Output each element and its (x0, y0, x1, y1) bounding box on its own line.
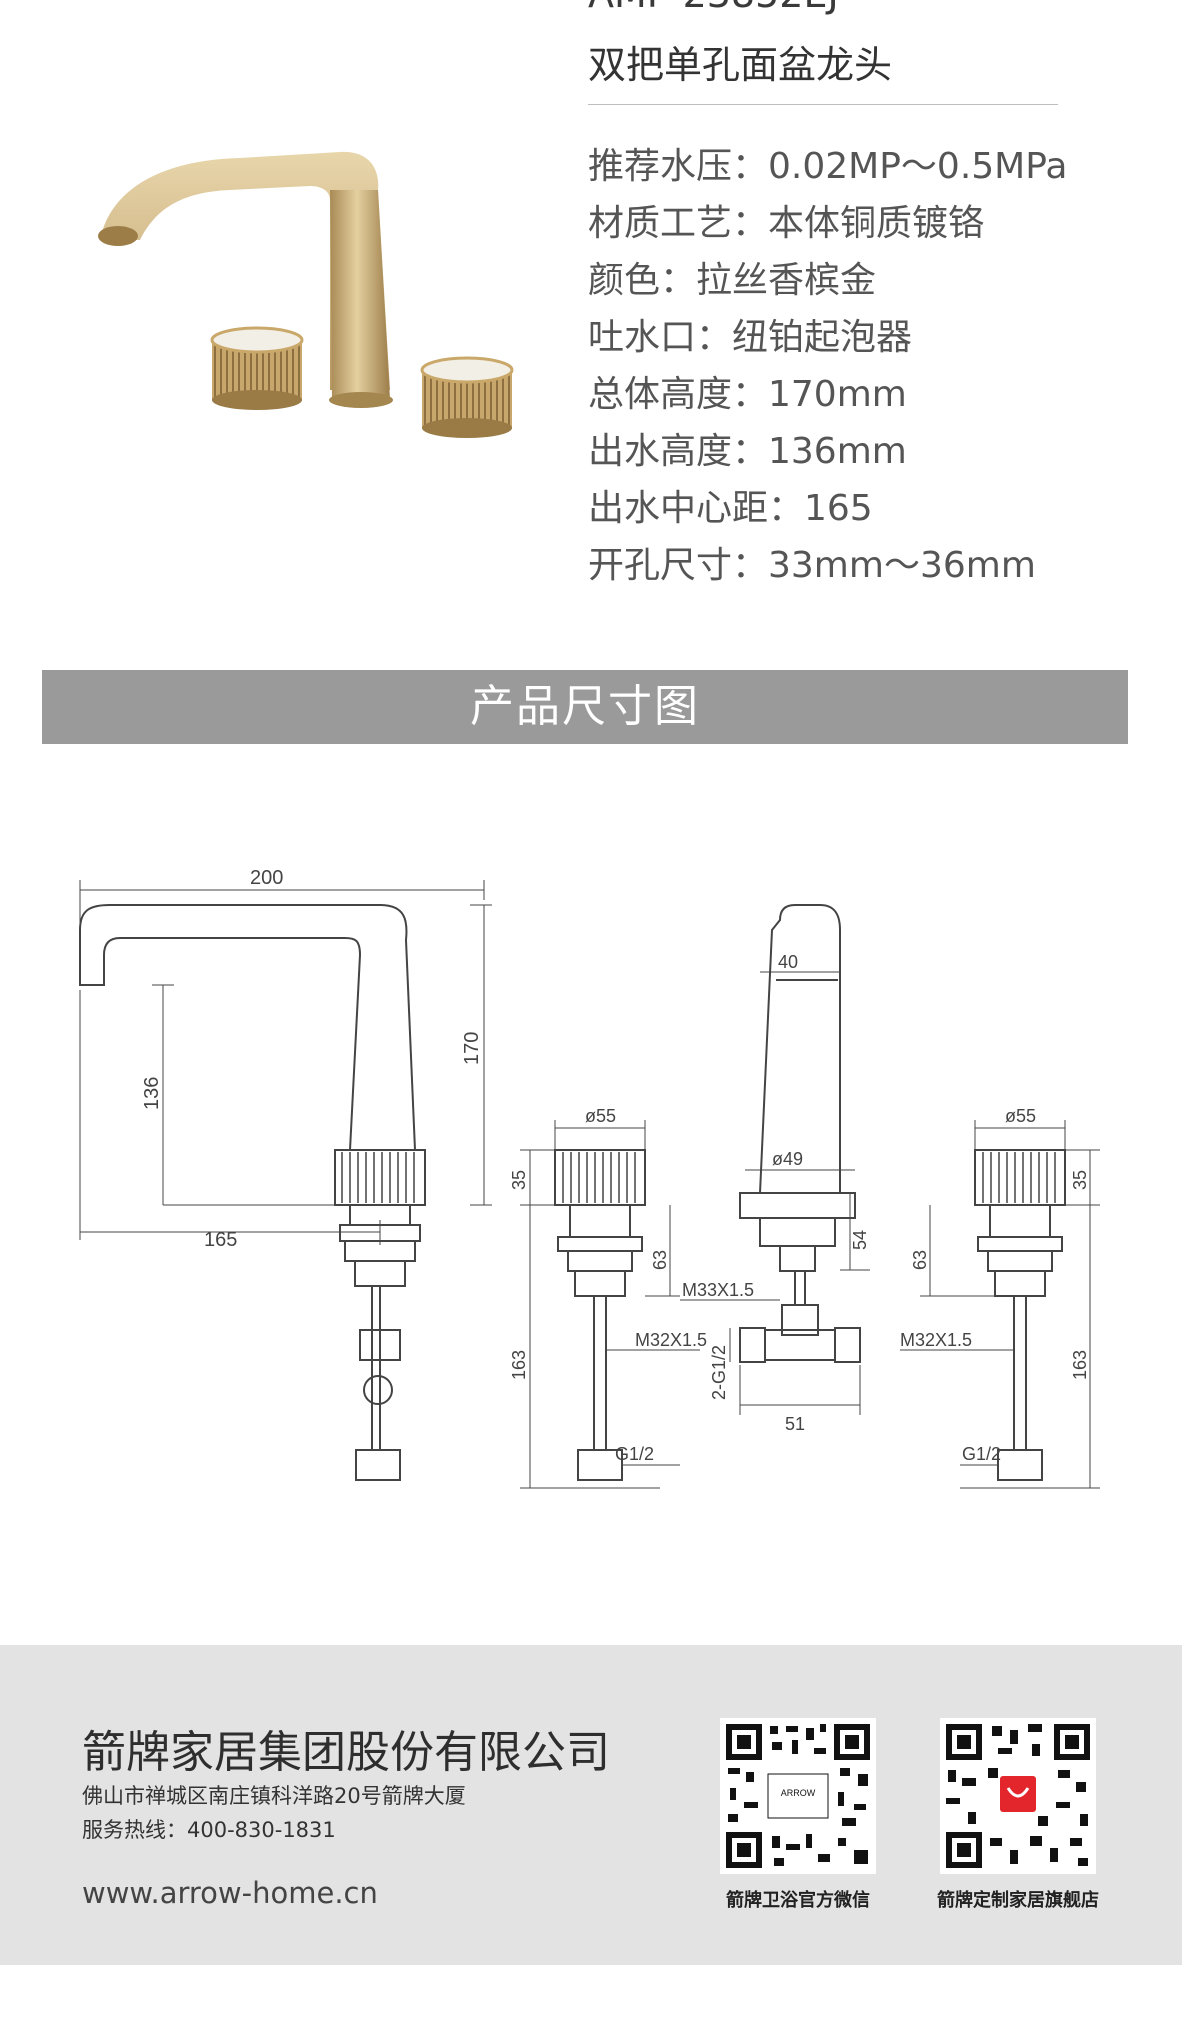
right-handle-view: ø55 35 63 163 M32X1.5 G1/2 (900, 1106, 1100, 1489)
spec-item-color: 颜色：拉丝香槟金 (588, 260, 877, 301)
product-model: AMP-23852EJ (588, 0, 839, 16)
side-view: 200 170 136 165 (79, 867, 492, 1481)
dim-handle-height-left: 35 (509, 1170, 529, 1190)
dim-spout-width: 40 (778, 952, 798, 972)
spec-item-center-distance: 出水中心距：165 (588, 488, 873, 529)
wechat-qr-caption: 箭牌卫浴官方微信 (726, 1890, 870, 1911)
divider (588, 104, 1058, 105)
store-logo-icon (1000, 1776, 1036, 1812)
dim-valve-width: 51 (785, 1414, 805, 1434)
wechat-qr-code: ARROW (720, 1718, 876, 1874)
service-hotline: 服务热线：400-830-1831 (82, 1818, 336, 1842)
dim-base-dia: ø49 (772, 1149, 803, 1169)
company-name: 箭牌家居集团股份有限公司 (82, 1727, 610, 1778)
section-title: 产品尺寸图 (470, 681, 700, 732)
spec-item-material: 材质工艺：本体铜质镀铬 (588, 203, 985, 244)
dim-handle-shank-left: 63 (650, 1250, 670, 1270)
store-qr-code (940, 1718, 1096, 1874)
dimension-drawing: 200 170 136 165 ø55 35 63 163 (79, 867, 1100, 1489)
dim-outlet-height: 136 (141, 1077, 163, 1110)
spec-item-hole-size: 开孔尺寸：33mm～36mm (588, 545, 1036, 586)
qr-logo-text: ARROW (781, 1788, 816, 1798)
spec-item-pressure: 推荐水压：0.02MP～0.5MPa (588, 146, 1068, 187)
dim-center-distance: 165 (204, 1229, 237, 1251)
company-address: 佛山市禅城区南庄镇科洋路20号箭牌大厦 (82, 1784, 466, 1808)
left-handle-view: ø55 35 63 163 M32X1.5 G1/2 (509, 1106, 707, 1489)
dim-total-height: 170 (461, 1032, 483, 1065)
spec-item-total-height: 总体高度：170mm (588, 374, 907, 415)
spec-item-outlet-height: 出水高度：136mm (588, 431, 907, 472)
spec-list: 推荐水压：0.02MP～0.5MPa 材质工艺：本体铜质镀铬 颜色：拉丝香槟金 … (588, 138, 1067, 594)
spec-item-aerator: 吐水口：纽铂起泡器 (588, 317, 913, 358)
dim-handle-height-right: 35 (1070, 1170, 1090, 1190)
dim-base-height: 54 (850, 1230, 870, 1250)
dim-handle-thread-left: M32X1.5 (635, 1330, 707, 1350)
dim-total-width: 200 (250, 867, 283, 889)
dim-handle-dia-right: ø55 (1005, 1106, 1036, 1126)
section-header: 产品尺寸图 (42, 670, 1128, 744)
dim-inlet-left: G1/2 (615, 1444, 654, 1464)
dim-valve-connection: 2-G1/2 (709, 1345, 729, 1400)
front-view: 40 ø49 54 M33X1.5 2-G1/2 51 (680, 904, 870, 1434)
store-qr-caption: 箭牌定制家居旗舰店 (937, 1890, 1099, 1911)
dim-handle-length-left: 163 (509, 1350, 529, 1380)
dim-spout-thread: M33X1.5 (682, 1280, 754, 1300)
dim-handle-thread-right: M32X1.5 (900, 1330, 972, 1350)
dim-handle-length-right: 163 (1070, 1350, 1090, 1380)
dim-inlet-right: G1/2 (962, 1444, 1001, 1464)
product-photo (98, 151, 514, 438)
website-link[interactable]: www.arrow-home.cn (82, 1876, 378, 1910)
product-name: 双把单孔面盆龙头 (588, 43, 893, 87)
dim-handle-shank-right: 63 (910, 1250, 930, 1270)
dim-handle-dia-left: ø55 (585, 1106, 616, 1126)
